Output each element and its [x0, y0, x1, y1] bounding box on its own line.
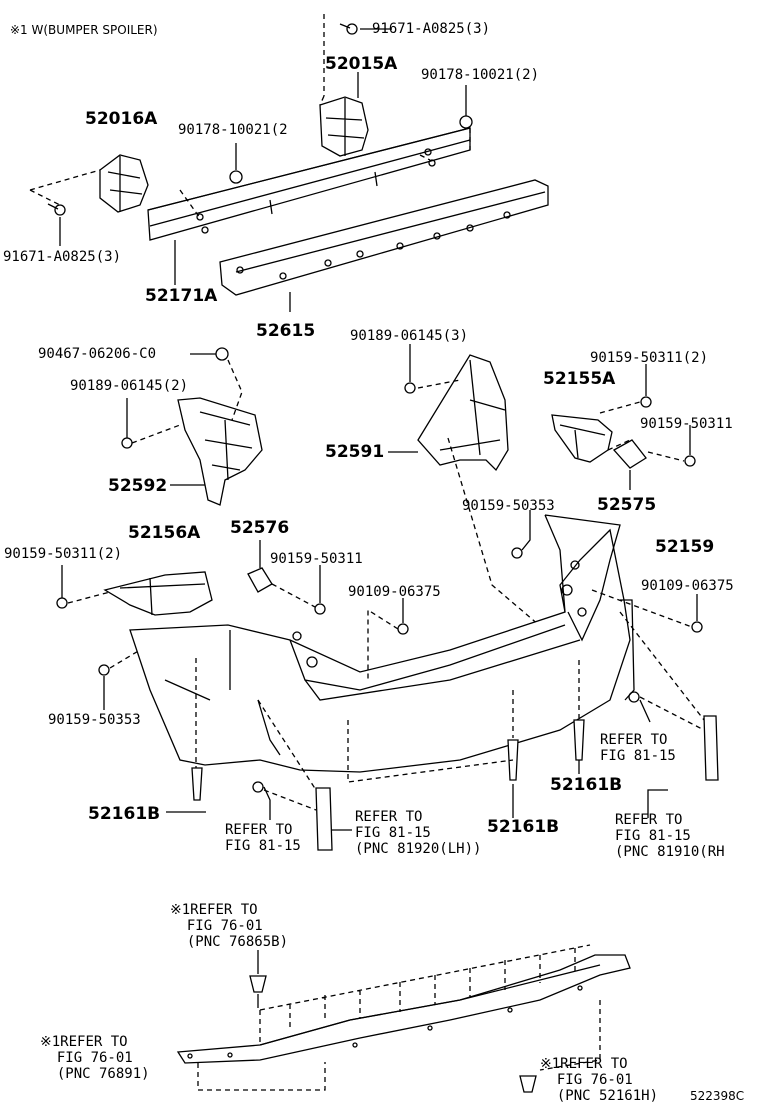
bolt-90159-r1	[684, 455, 696, 467]
bolt-90159-50353-r	[511, 547, 523, 559]
ref-pnc-76865b: ※1REFER TO FIG 76-01 (PNC 76865B)	[170, 902, 289, 950]
clip-52161h	[519, 1075, 537, 1093]
label-52576: 52576	[230, 518, 290, 538]
label-90159-50311-mid: 90159-50311	[270, 551, 363, 567]
ref-pnc-52161h: ※1REFER TO FIG 76-01 (PNC 52161H)	[540, 1056, 659, 1104]
label-52591: 52591	[325, 442, 385, 462]
label-90189-06145-mid: 90189-06145(3)	[350, 328, 469, 344]
retainer-52156a	[103, 571, 213, 616]
bracket-52015a	[319, 96, 369, 157]
bracket-52576	[247, 567, 273, 593]
bolt-90159-r2	[640, 396, 652, 408]
bolt-90159-l2	[56, 597, 68, 609]
bracket-52591	[417, 354, 509, 472]
bolt-81-15-right	[628, 691, 640, 703]
bolt-90109-right	[691, 621, 703, 633]
label-90189-06145-left: 90189-06145(2)	[70, 378, 189, 394]
label-52156a: 52156A	[128, 523, 201, 543]
label-90109-06375-mid: 90109-06375	[348, 584, 441, 600]
reflector-81910	[703, 715, 719, 781]
drawing-code: 522398C	[690, 1089, 745, 1103]
label-90159-50353-right: 90159-50353	[462, 498, 555, 514]
nut-90467	[215, 347, 229, 361]
bolt-90189-left	[121, 437, 133, 449]
clip-52161b-left	[188, 767, 206, 813]
bracket-52592	[177, 397, 263, 506]
bolt-90109-mid	[397, 623, 409, 635]
ref-fig-81-15-left: REFER TO FIG 81-15	[225, 822, 301, 854]
nut-90178-left	[229, 170, 243, 184]
bolt-81-15-left	[252, 781, 264, 793]
label-52015a: 52015A	[325, 54, 398, 74]
label-90467-06206-c0: 90467-06206-C0	[38, 346, 157, 362]
label-90159-50311-r2: 90159-50311(2)	[590, 350, 709, 366]
label-52575: 52575	[597, 495, 657, 515]
energy-absorber-52615	[219, 179, 549, 296]
label-90159-50353-left: 90159-50353	[48, 712, 141, 728]
bolt-90189-mid	[404, 382, 416, 394]
label-52161b-left: 52161B	[88, 804, 161, 824]
label-52161b-mid: 52161B	[487, 817, 560, 837]
retainer-52155a	[551, 414, 613, 463]
label-90178-10021-left: 90178-10021(2	[178, 122, 288, 138]
label-52159: 52159	[655, 537, 715, 557]
label-52171a: 52171A	[145, 286, 218, 306]
bolt-90159-50353-l	[98, 664, 110, 676]
ref-pnc-81920: REFER TO FIG 81-15 (PNC 81920(LH))	[355, 809, 482, 857]
ref-fig-81-15-upper-right: REFER TO FIG 81-15	[600, 732, 676, 764]
label-52592: 52592	[108, 476, 168, 496]
bumper-spoiler	[176, 954, 631, 1064]
nut-90178-right	[459, 115, 473, 129]
label-91671-a0825-top: 91671-A0825(3)	[372, 21, 491, 37]
clip-52161b-right	[573, 719, 585, 761]
clip-76865b	[249, 975, 267, 993]
header-note: ※1 W(BUMPER SPOILER)	[10, 23, 158, 37]
ref-pnc-81910: REFER TO FIG 81-15 (PNC 81910(RH	[615, 812, 725, 860]
bolt-90159-mid	[314, 603, 326, 615]
label-52016a: 52016A	[85, 109, 158, 129]
bumper-cover-52159	[129, 514, 635, 773]
bolt-91671-left	[47, 203, 66, 216]
label-90178-10021-right: 90178-10021(2)	[421, 67, 540, 83]
label-90159-50311-r1: 90159-50311	[640, 416, 733, 432]
label-52161b-right: 52161B	[550, 775, 623, 795]
label-90159-50311-l2: 90159-50311(2)	[4, 546, 123, 562]
bolt-91671-top	[339, 23, 358, 35]
label-91671-a0825-left: 91671-A0825(3)	[3, 249, 122, 265]
reflector-81920	[315, 787, 333, 851]
reinforcement-beam-52171a	[147, 127, 471, 241]
label-52615: 52615	[256, 321, 316, 341]
bracket-52016a	[99, 154, 149, 213]
ref-pnc-76891: ※1REFER TO FIG 76-01 (PNC 76891)	[40, 1034, 150, 1082]
label-90109-06375-right: 90109-06375	[641, 578, 734, 594]
bracket-52575	[612, 439, 647, 469]
label-52155a: 52155A	[543, 369, 616, 389]
